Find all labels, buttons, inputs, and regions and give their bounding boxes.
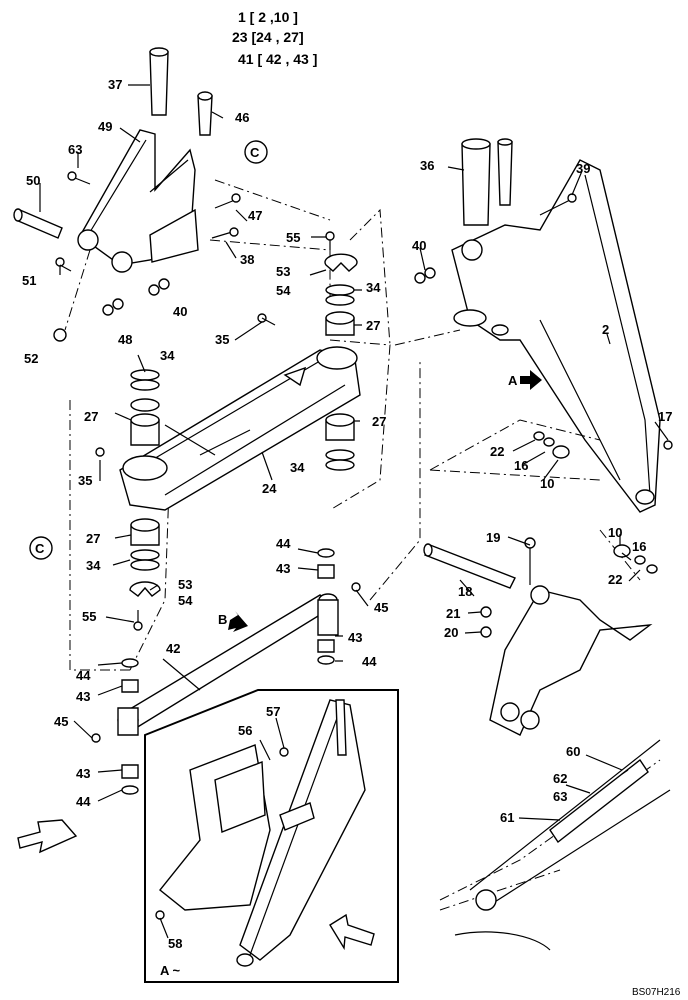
callout-43-right: 43 (348, 630, 362, 645)
callout-52: 52 (24, 351, 38, 366)
callout-40-left: 40 (173, 304, 187, 319)
circle-ref-c-top: C (250, 145, 260, 160)
callout-10-right: 10 (608, 525, 622, 540)
callout-59: 63 (68, 142, 82, 157)
callout-55-top: 55 (286, 230, 300, 245)
header-line-1: 1 [ 2 ,10 ] (238, 9, 298, 25)
callout-57: 57 (266, 704, 280, 719)
view-label-a: A (508, 373, 518, 388)
callout-27-left-bottom: 27 (86, 531, 100, 546)
header-line-2: 23 [24 , 27] (232, 29, 304, 45)
callout-56: 56 (238, 723, 252, 738)
left-bushing-stack (129, 369, 161, 631)
callout-35-top: 35 (215, 332, 229, 347)
callout-61: 61 (500, 810, 514, 825)
callout-49: 49 (98, 119, 112, 134)
right-bushing-stack (95, 231, 358, 471)
inset-label-a: A ~ (160, 963, 181, 978)
callout-17: 17 (658, 409, 672, 424)
callout-45-left: 45 (54, 714, 68, 729)
callout-62: 62 (553, 771, 567, 786)
callout-44-left-bottom: 44 (76, 794, 91, 809)
callout-45-right: 45 (374, 600, 388, 615)
part-callouts: 37 49 63 50 51 52 48 40 46 47 38 55 53 5… (22, 77, 672, 951)
callout-22-top: 22 (490, 444, 504, 459)
callout-16-right: 16 (632, 539, 646, 554)
callout-54-top: 54 (276, 283, 291, 298)
callout-58: 58 (168, 936, 182, 951)
callout-34-right: 34 (290, 460, 305, 475)
circle-ref-c-top-icon (244, 140, 268, 164)
circle-ref-c-left-icon (29, 536, 53, 560)
view-label-b: B (218, 612, 227, 627)
callout-40-right: 40 (412, 238, 426, 253)
callout-18: 18 (458, 584, 472, 599)
inset-view-a (144, 689, 399, 983)
arrow-a-icon (520, 370, 542, 390)
callout-44-top: 44 (276, 536, 291, 551)
front-direction-arrow-inset-icon (329, 913, 375, 951)
callout-60: 60 (566, 744, 580, 759)
callout-48: 48 (118, 332, 132, 347)
callout-27-right: 27 (372, 414, 386, 429)
decal-detail (439, 739, 671, 951)
upper-bracket-assembly (13, 47, 241, 342)
callout-43-left-top: 43 (76, 689, 90, 704)
callout-44-left-top: 44 (76, 668, 91, 683)
arm-bracket (423, 431, 673, 736)
callout-47: 47 (248, 208, 262, 223)
callout-46: 46 (235, 110, 249, 125)
callout-39: 39 (576, 161, 590, 176)
callout-27-left-top: 27 (84, 409, 98, 424)
callout-38: 38 (240, 252, 254, 267)
callout-53-bottom: 53 (178, 577, 192, 592)
callout-36: 36 (420, 158, 434, 173)
link-24 (119, 346, 361, 511)
callout-34-left-bottom: 34 (86, 558, 101, 573)
callout-24: 24 (262, 481, 277, 496)
callout-19: 19 (486, 530, 500, 545)
callout-27-top-right: 27 (366, 318, 380, 333)
callout-2: 2 (602, 322, 609, 337)
reference-code: BS07H216 (632, 987, 681, 998)
callout-22-right: 22 (608, 572, 622, 587)
callout-20: 20 (444, 625, 458, 640)
callout-42: 42 (166, 641, 180, 656)
callout-53-top: 53 (276, 264, 290, 279)
rod-42 (91, 548, 361, 795)
callout-43-left-bottom: 43 (76, 766, 90, 781)
callout-54-bottom: 54 (178, 593, 193, 608)
callout-51: 51 (22, 273, 36, 288)
arrow-b-icon (228, 611, 248, 632)
front-direction-arrow-icon (17, 819, 78, 854)
callout-63: 63 (553, 789, 567, 804)
callout-10-top: 10 (540, 476, 554, 491)
callout-37: 37 (108, 77, 122, 92)
boom-2 (414, 138, 661, 513)
callout-55-bottom: 55 (82, 609, 96, 624)
circle-ref-c-left: C (35, 541, 45, 556)
callout-16-top: 16 (514, 458, 528, 473)
callout-35-left: 35 (78, 473, 92, 488)
callout-50: 50 (26, 173, 40, 188)
callout-34-left-top: 34 (160, 348, 175, 363)
callout-34-top-right: 34 (366, 280, 381, 295)
header-line-3: 41 [ 42 , 43 ] (238, 51, 317, 67)
callout-43-top: 43 (276, 561, 290, 576)
callout-44-right: 44 (362, 654, 377, 669)
callout-21: 21 (446, 606, 460, 621)
